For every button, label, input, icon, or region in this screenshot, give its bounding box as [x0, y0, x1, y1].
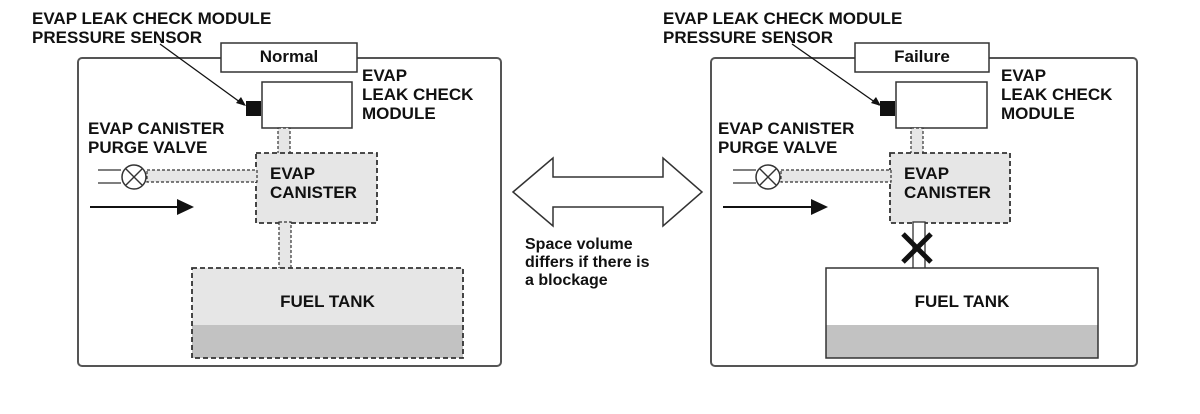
flow-arrow-head	[177, 199, 194, 215]
leak-check-module	[261, 81, 353, 129]
sensor-label-2: EVAP LEAK CHECK MODULE PRESSURE SENSOR	[663, 9, 903, 47]
evap-canister-2	[889, 152, 1011, 224]
failure-state-label: Failure	[894, 47, 950, 66]
purge-valve-cross-b	[125, 168, 143, 186]
failure-panel	[710, 42, 1138, 367]
fuel-tank-vapor-2	[826, 268, 1098, 326]
fuel-tank	[191, 267, 464, 359]
fuel-tank-vapor	[192, 268, 463, 326]
sensor-leader-line-2	[791, 43, 880, 106]
fuel-tank-label-2: FUEL TANK	[914, 292, 1010, 311]
purge-pipe-vapor-2	[780, 169, 892, 183]
comparison-note: Space volume differs if there is a block…	[525, 236, 650, 289]
evap-canister	[255, 152, 378, 224]
canister-label: EVAP CANISTER	[270, 164, 357, 202]
fuel-tank-liquid-2	[826, 325, 1098, 358]
fuel-tank-label: FUEL TANK	[280, 292, 375, 311]
flow-arrow-head-2	[811, 199, 828, 215]
leak-check-module-2	[895, 81, 988, 129]
pressure-sensor	[246, 101, 261, 116]
pipe-module-canister	[277, 127, 291, 155]
pipe-module-canister-2	[910, 127, 924, 155]
normal-panel	[77, 42, 502, 367]
blockage-x-icon	[901, 232, 933, 264]
leak-check-module-label: EVAP LEAK CHECK MODULE	[362, 66, 474, 123]
sensor-leader-arrow-2	[871, 97, 881, 106]
canister-label-2: EVAP CANISTER	[904, 164, 991, 202]
leak-check-module-label-2: EVAP LEAK CHECK MODULE	[1001, 66, 1113, 123]
normal-state-box	[220, 42, 358, 73]
purge-valve-label-2: EVAP CANISTER PURGE VALVE	[718, 119, 855, 157]
sensor-label: EVAP LEAK CHECK MODULE PRESSURE SENSOR	[32, 9, 272, 47]
double-arrow-icon	[511, 156, 704, 228]
fuel-tank-2	[825, 267, 1099, 359]
sensor-leader-arrow	[236, 97, 246, 106]
pressure-sensor-2	[880, 101, 895, 116]
pipe-canister-tank	[278, 221, 292, 270]
purge-valve-label: EVAP CANISTER PURGE VALVE	[88, 119, 225, 157]
purge-valve-cross-b-2	[759, 168, 777, 186]
failure-state-box	[854, 42, 990, 73]
fuel-tank-liquid	[192, 325, 463, 358]
sensor-leader-line	[159, 43, 245, 106]
purge-pipe-vapor	[146, 169, 258, 183]
normal-state-label: Normal	[259, 47, 319, 66]
